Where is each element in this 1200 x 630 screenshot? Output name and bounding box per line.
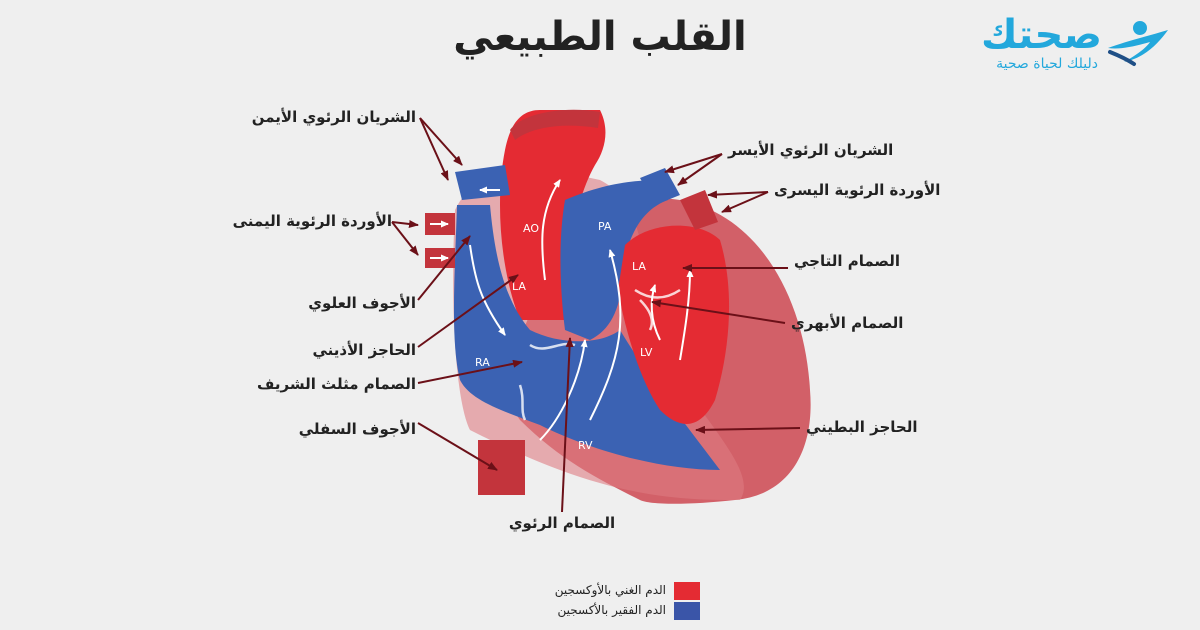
right-pulmonary-artery-branch <box>455 165 510 200</box>
leader-atrial-septum <box>417 274 519 348</box>
chamber-label-la: LA <box>632 260 646 273</box>
logo-wordmark: صحتك <box>980 12 1102 58</box>
legend-text-oxygenated: الدم الغني بالأوكسجين <box>554 583 666 597</box>
label-pulmonary-valve: الصمام الرئوي <box>508 514 616 532</box>
leader-right-pulmonary-veins-2 <box>391 221 419 256</box>
chamber-label-ao: AO <box>523 222 539 235</box>
leader-left-pulmonary-veins <box>707 190 769 199</box>
label-left-pulmonary-veins: الأوردة الرئوية اليسرى <box>774 181 941 199</box>
leader-inferior-vena-cava <box>417 422 498 471</box>
label-tricuspid-valve: الصمام مثلث الشريف <box>257 375 416 393</box>
valve-outlines <box>518 288 681 421</box>
chamber-label-lv: LV <box>640 346 653 359</box>
legend-swatch-oxygenated <box>674 582 700 600</box>
chamber-label-la-small: LA <box>512 280 526 293</box>
legend-item-deoxygenated: الدم الفقير بالأكسجين <box>500 602 700 620</box>
leader-right-pulmonary-veins <box>391 219 419 228</box>
leader-tricuspid-valve <box>417 359 523 384</box>
chamber-label-pa: PA <box>598 220 612 233</box>
legend: الدم الغني بالأوكسجين الدم الفقير بالأكس… <box>500 582 700 622</box>
label-superior-vena-cava: الأجوف العلوي <box>308 294 416 312</box>
chamber-label-rv: RV <box>578 439 593 452</box>
leader-superior-vena-cava <box>417 235 471 301</box>
label-ventricular-septum: الحاجز البطيني <box>806 418 918 436</box>
right-heart-blue <box>453 205 720 470</box>
leader-right-pulmonary-artery-2 <box>419 117 449 181</box>
leader-ventricular-septum <box>695 425 801 434</box>
aorta-arch-dark <box>510 109 600 140</box>
legend-swatch-deoxygenated <box>674 602 700 620</box>
logo: صحتك دليلك لحياة صحية <box>980 12 1170 82</box>
leader-pulmonary-valve <box>561 337 574 513</box>
left-heart-red <box>618 225 730 424</box>
left-pulmonary-veins <box>680 190 718 230</box>
leader-aortic-valve <box>651 299 786 324</box>
label-left-pulmonary-artery: الشريان الرئوي الأيسر <box>728 141 894 159</box>
legend-item-oxygenated: الدم الغني بالأوكسجين <box>500 582 700 600</box>
leader-right-pulmonary-artery <box>419 117 463 166</box>
inferior-vena-cava <box>478 440 525 495</box>
label-right-pulmonary-veins: الأوردة الرئوية اليمنى <box>232 212 392 230</box>
left-pulmonary-artery-branch <box>640 168 680 205</box>
pulmonary-artery <box>560 180 668 340</box>
leader-lines <box>391 117 801 513</box>
label-inferior-vena-cava: الأجوف السفلي <box>298 420 416 438</box>
logo-tagline: دليلك لحياة صحية <box>996 56 1098 72</box>
leader-left-pulmonary-artery-2 <box>677 153 723 186</box>
leader-left-pulmonary-artery <box>664 153 723 174</box>
chamber-label-ra: RA <box>475 356 490 369</box>
page-title: القلب الطبيعي <box>453 14 747 60</box>
aorta <box>500 110 606 320</box>
label-atrial-septum: الحاجز الأذيني <box>312 341 416 359</box>
logo-person-icon <box>1108 21 1168 66</box>
leader-left-pulmonary-veins-2 <box>721 191 769 213</box>
legend-text-deoxygenated: الدم الفقير بالأكسجين <box>557 603 666 617</box>
label-mitral-valve: الصمام التاجي <box>794 252 900 270</box>
label-aortic-valve: الصمام الأبهري <box>791 314 904 332</box>
label-right-pulmonary-artery: الشريان الرئوي الأيمن <box>251 108 416 126</box>
